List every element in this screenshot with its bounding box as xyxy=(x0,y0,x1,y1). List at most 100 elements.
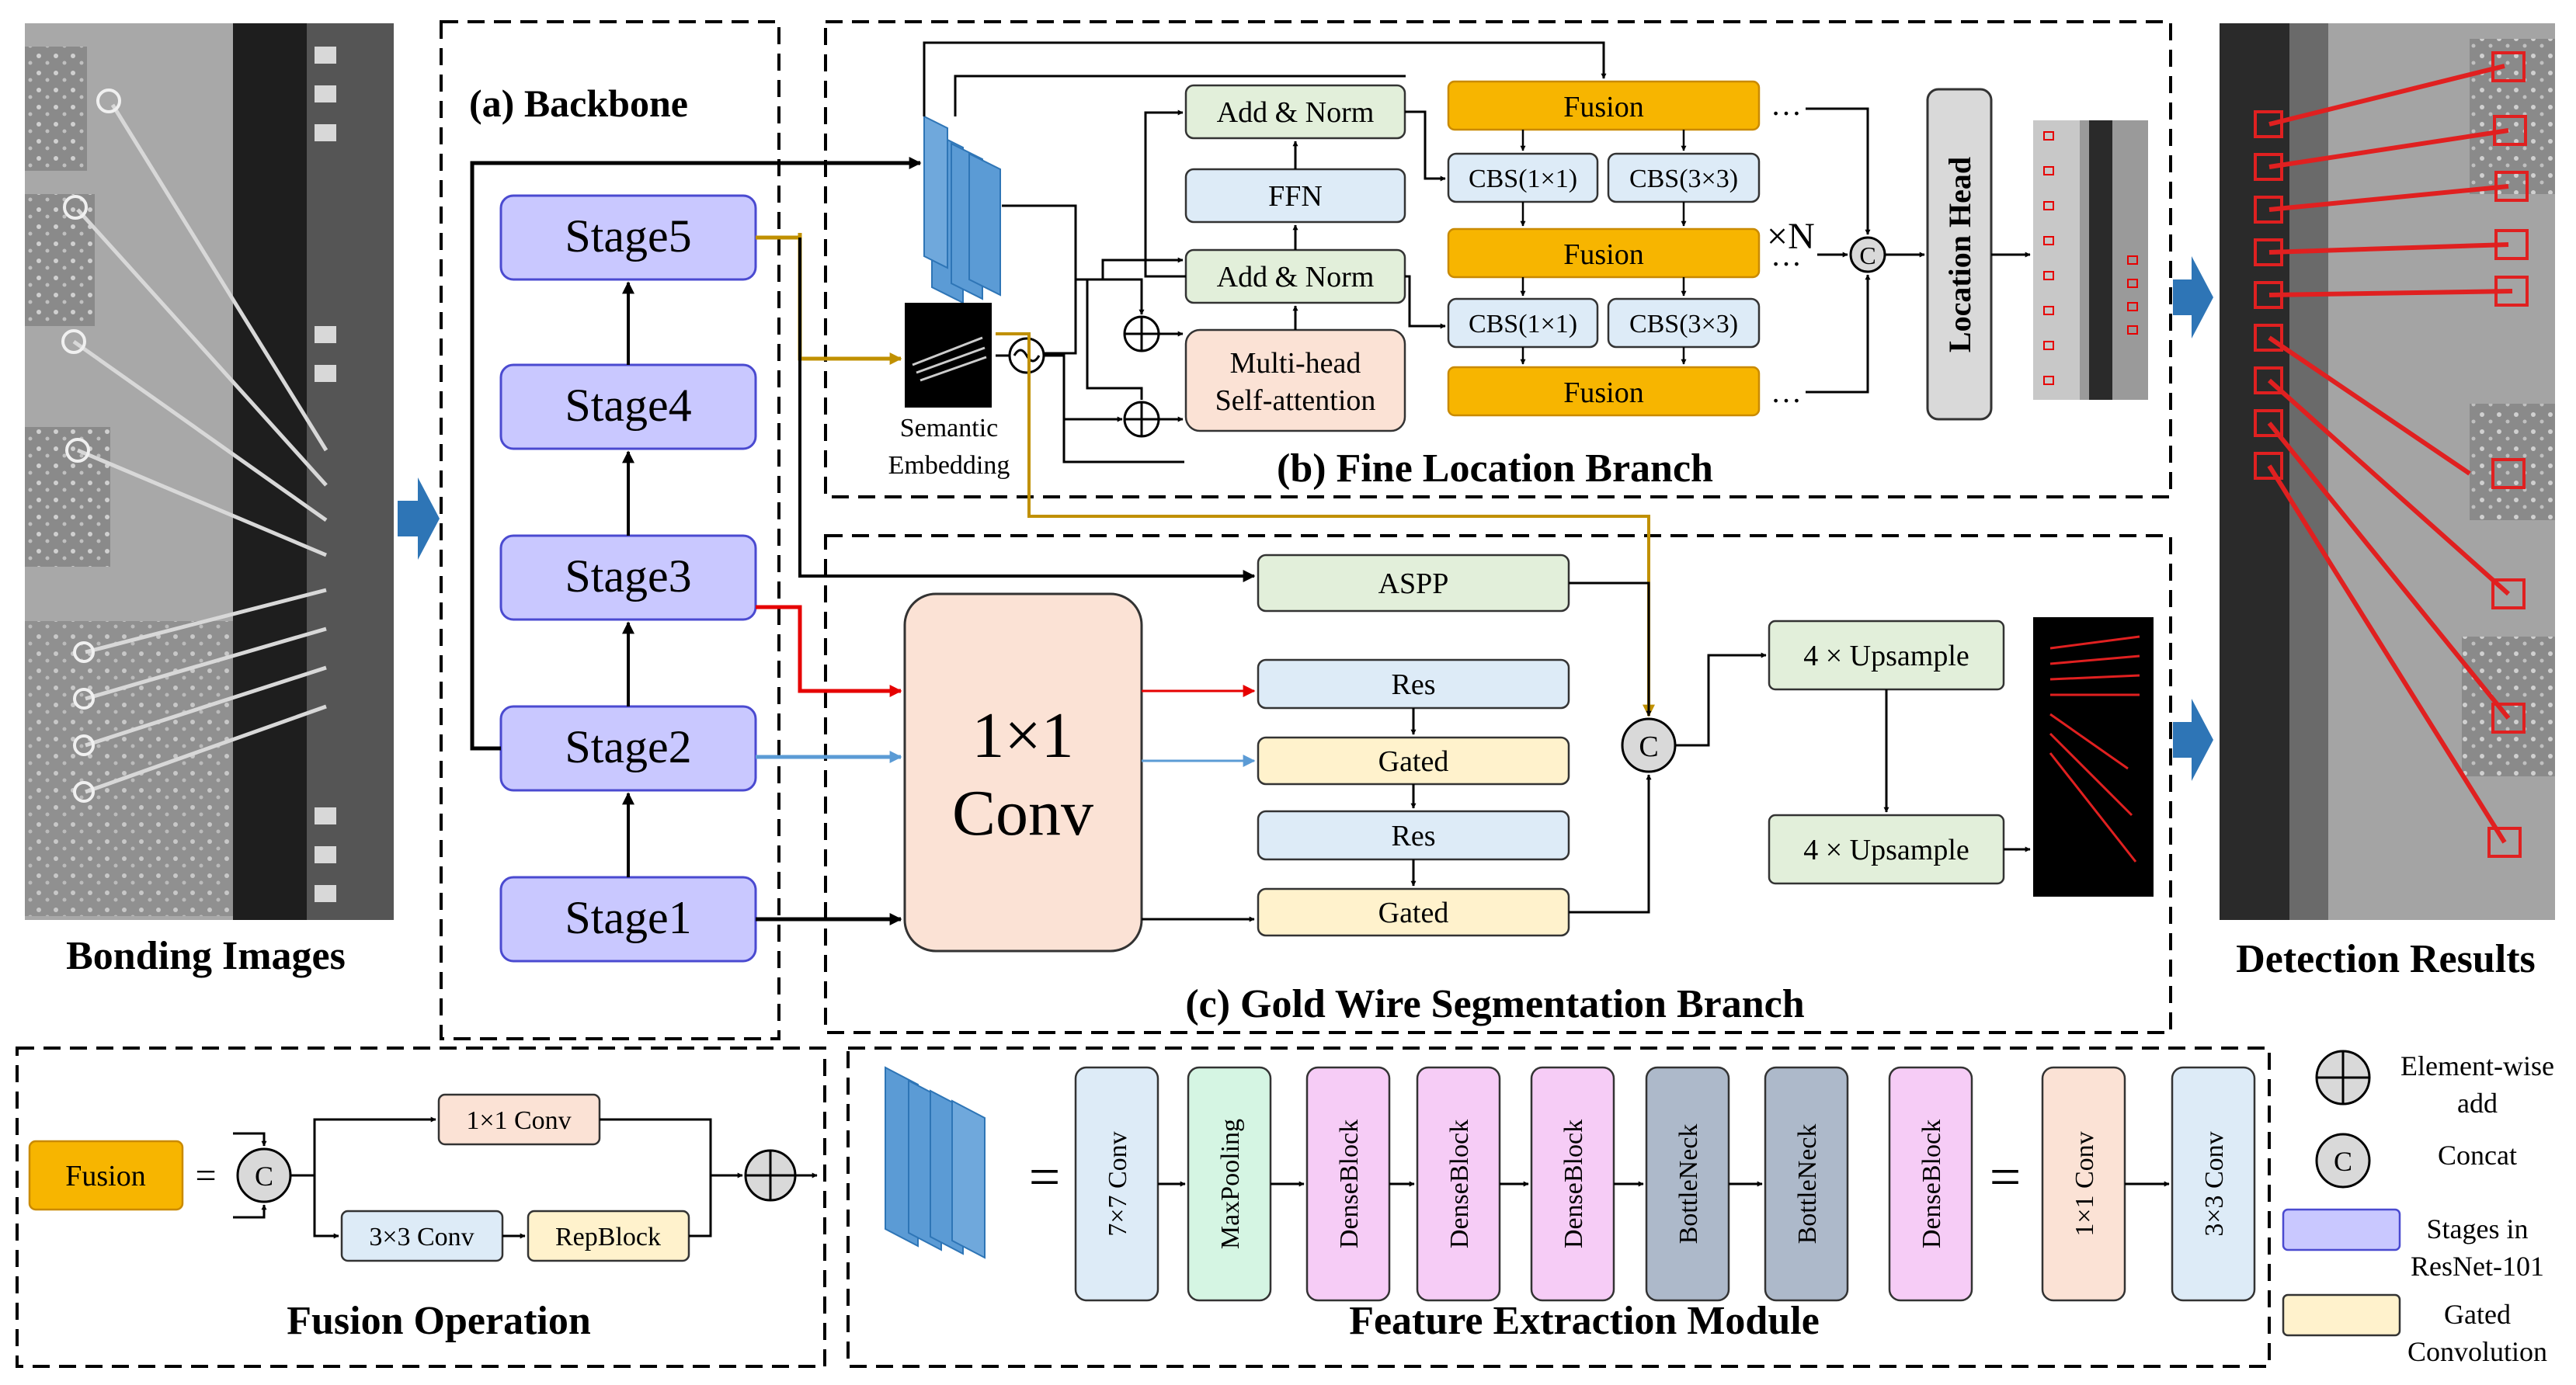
fm-block-bottleneck-2-label: BottleNeck xyxy=(1793,1124,1822,1244)
bonding-images-label: Bonding Images xyxy=(66,934,346,978)
fusion-middle-label: Fusion xyxy=(1563,238,1643,271)
fm-block-denseblock-4: DenseBlock xyxy=(1888,1066,1973,1302)
detection-result-image xyxy=(2220,23,2555,920)
gated-top-label: Gated xyxy=(1378,745,1449,778)
legend-stages-label-line2: ResNet-101 xyxy=(2411,1251,2544,1282)
fusion-bottom-label: Fusion xyxy=(1563,377,1643,409)
fusion-op-conv3-box: 3×3 Conv xyxy=(340,1210,504,1262)
fusion-op-conv3-label: 3×3 Conv xyxy=(369,1223,474,1251)
fm-block-denseblock-1: DenseBlock xyxy=(1305,1066,1391,1302)
stage5-box: Stage5 xyxy=(499,194,757,281)
concat-icon-location: C xyxy=(1849,236,1886,273)
feature-module-stack-icon xyxy=(885,1066,986,1259)
detection-results-label: Detection Results xyxy=(2236,937,2536,981)
stage5-label: Stage5 xyxy=(565,210,691,262)
stage2-label: Stage2 xyxy=(565,721,691,772)
stage4-label: Stage4 xyxy=(565,380,691,431)
res-top-label: Res xyxy=(1392,668,1436,701)
fm-block-1x1-conv: 1×1 Conv xyxy=(2041,1066,2126,1302)
mha-label-line1: Multi-head xyxy=(1230,347,1361,380)
cbs-3x3-bottom-label: CBS(3×3) xyxy=(1629,310,1738,338)
aspp-label: ASPP xyxy=(1378,568,1449,600)
output-flow-arrow-bottom xyxy=(2173,699,2213,781)
stage2-box: Stage2 xyxy=(499,705,757,792)
fusion-op-arrows xyxy=(233,1116,818,1239)
fusion-op-add-icon xyxy=(744,1149,797,1202)
feature-module-equals-right: = xyxy=(1990,1146,2022,1208)
backbone-title: (a) Backbone xyxy=(469,82,688,125)
repeat-n-label: ×N xyxy=(1767,216,1815,257)
legend-add-icon xyxy=(2315,1050,2371,1106)
ellipsis-top: … xyxy=(1771,87,1802,122)
connection-lines xyxy=(470,41,2031,925)
res-box-top: Res xyxy=(1257,658,1570,710)
input-flow-arrow xyxy=(398,477,440,560)
fusion-box-top: Fusion xyxy=(1447,80,1761,131)
cbs-3x3-box-bottom: CBS(3×3) xyxy=(1607,297,1761,349)
fm-block-bottleneck-1-label: BottleNeck xyxy=(1674,1124,1703,1244)
add-norm-top-label: Add & Norm xyxy=(1217,96,1375,129)
legend-gated-label-line1: Gated xyxy=(2444,1299,2511,1330)
fm-block-1x1-conv-label: 1×1 Conv xyxy=(2070,1131,2099,1236)
semantic-embedding-thumbnail xyxy=(905,303,992,408)
fm-block-denseblock-4-label: DenseBlock xyxy=(1917,1119,1946,1248)
fm-block-denseblock-2: DenseBlock xyxy=(1416,1066,1501,1302)
add-norm-bottom-label: Add & Norm xyxy=(1217,261,1375,293)
legend-stages-label-line1: Stages in xyxy=(2427,1213,2529,1244)
multi-head-self-attention-box: Multi-head Self-attention xyxy=(1184,328,1406,432)
legend-stage-swatch xyxy=(2282,1208,2401,1251)
fm-block-maxpooling-label: MaxPooling xyxy=(1216,1119,1245,1249)
conv-1x1-big-label-line1: 1×1 xyxy=(972,699,1073,772)
semantic-embedding-label-line1: Semantic xyxy=(900,414,999,443)
stage1-box: Stage1 xyxy=(499,876,757,963)
upsample-top-label: 4 × Upsample xyxy=(1803,640,1969,672)
add-norm-top-box: Add & Norm xyxy=(1184,84,1406,140)
fm-block-bottleneck-2: BottleNeck xyxy=(1764,1066,1849,1302)
concat-icon-segmentation: C xyxy=(1621,717,1677,773)
fusion-operation-title: Fusion Operation xyxy=(287,1299,591,1343)
positional-encoding-icon xyxy=(1008,337,1045,374)
concat-segmentation-label: C xyxy=(1639,731,1658,763)
legend-gated-swatch xyxy=(2282,1293,2401,1337)
res-box-bottom: Res xyxy=(1257,810,1570,861)
legend-concat-symbol: C xyxy=(2334,1146,2352,1177)
fusion-op-conv1-label: 1×1 Conv xyxy=(466,1106,571,1135)
stage3-label: Stage3 xyxy=(565,550,691,602)
legend-concat-icon: C xyxy=(2315,1133,2371,1189)
stage1-label: Stage1 xyxy=(565,892,691,943)
fm-block-3x3-conv: 3×3 Conv xyxy=(2171,1066,2256,1302)
gated-bottom-label: Gated xyxy=(1378,897,1449,929)
upsample-bottom-label: 4 × Upsample xyxy=(1803,834,1969,866)
element-add-icon-top xyxy=(1123,315,1160,352)
backbone-frame xyxy=(440,20,780,1040)
fusion-box-middle: Fusion xyxy=(1447,227,1761,279)
fine-location-frame xyxy=(824,20,2172,498)
fine-location-title: (b) Fine Location Branch xyxy=(1277,446,1713,491)
ffn-label: FFN xyxy=(1268,180,1323,213)
cbs-1x1-box-top: CBS(1×1) xyxy=(1447,152,1599,203)
fusion-op-equals: = xyxy=(195,1155,216,1196)
fm-block-bottleneck-1: BottleNeck xyxy=(1645,1066,1730,1302)
legend-gated-label-line2: Convolution xyxy=(2407,1336,2547,1367)
fm-block-7x7-conv: 7×7 Conv xyxy=(1074,1066,1159,1302)
fm-block-denseblock-2-label: DenseBlock xyxy=(1445,1119,1474,1248)
fusion-op-concat-icon: C xyxy=(236,1147,292,1203)
fusion-operation-frame xyxy=(16,1047,826,1368)
fusion-top-label: Fusion xyxy=(1563,91,1643,123)
fm-block-denseblock-3-label: DenseBlock xyxy=(1559,1119,1588,1248)
ellipsis-bottom: … xyxy=(1771,374,1802,409)
res-bottom-label: Res xyxy=(1392,820,1436,852)
element-add-icon-bottom xyxy=(1123,401,1160,438)
conv-1x1-big-label-line2: Conv xyxy=(952,777,1093,849)
fm-block-7x7-conv-label: 7×7 Conv xyxy=(1104,1131,1132,1236)
segmentation-frame xyxy=(824,534,2172,1034)
cbs-3x3-box-top: CBS(3×3) xyxy=(1607,152,1761,203)
feature-module-equals-left: = xyxy=(1029,1146,1061,1208)
aspp-box: ASPP xyxy=(1257,554,1570,613)
fm-block-denseblock-3: DenseBlock xyxy=(1530,1066,1615,1302)
location-head-label: Location Head xyxy=(1942,157,1977,352)
gated-box-bottom: Gated xyxy=(1257,887,1570,937)
cbs-1x1-bottom-label: CBS(1×1) xyxy=(1469,310,1577,338)
fusion-op-repblock-label: RepBlock xyxy=(555,1223,661,1251)
